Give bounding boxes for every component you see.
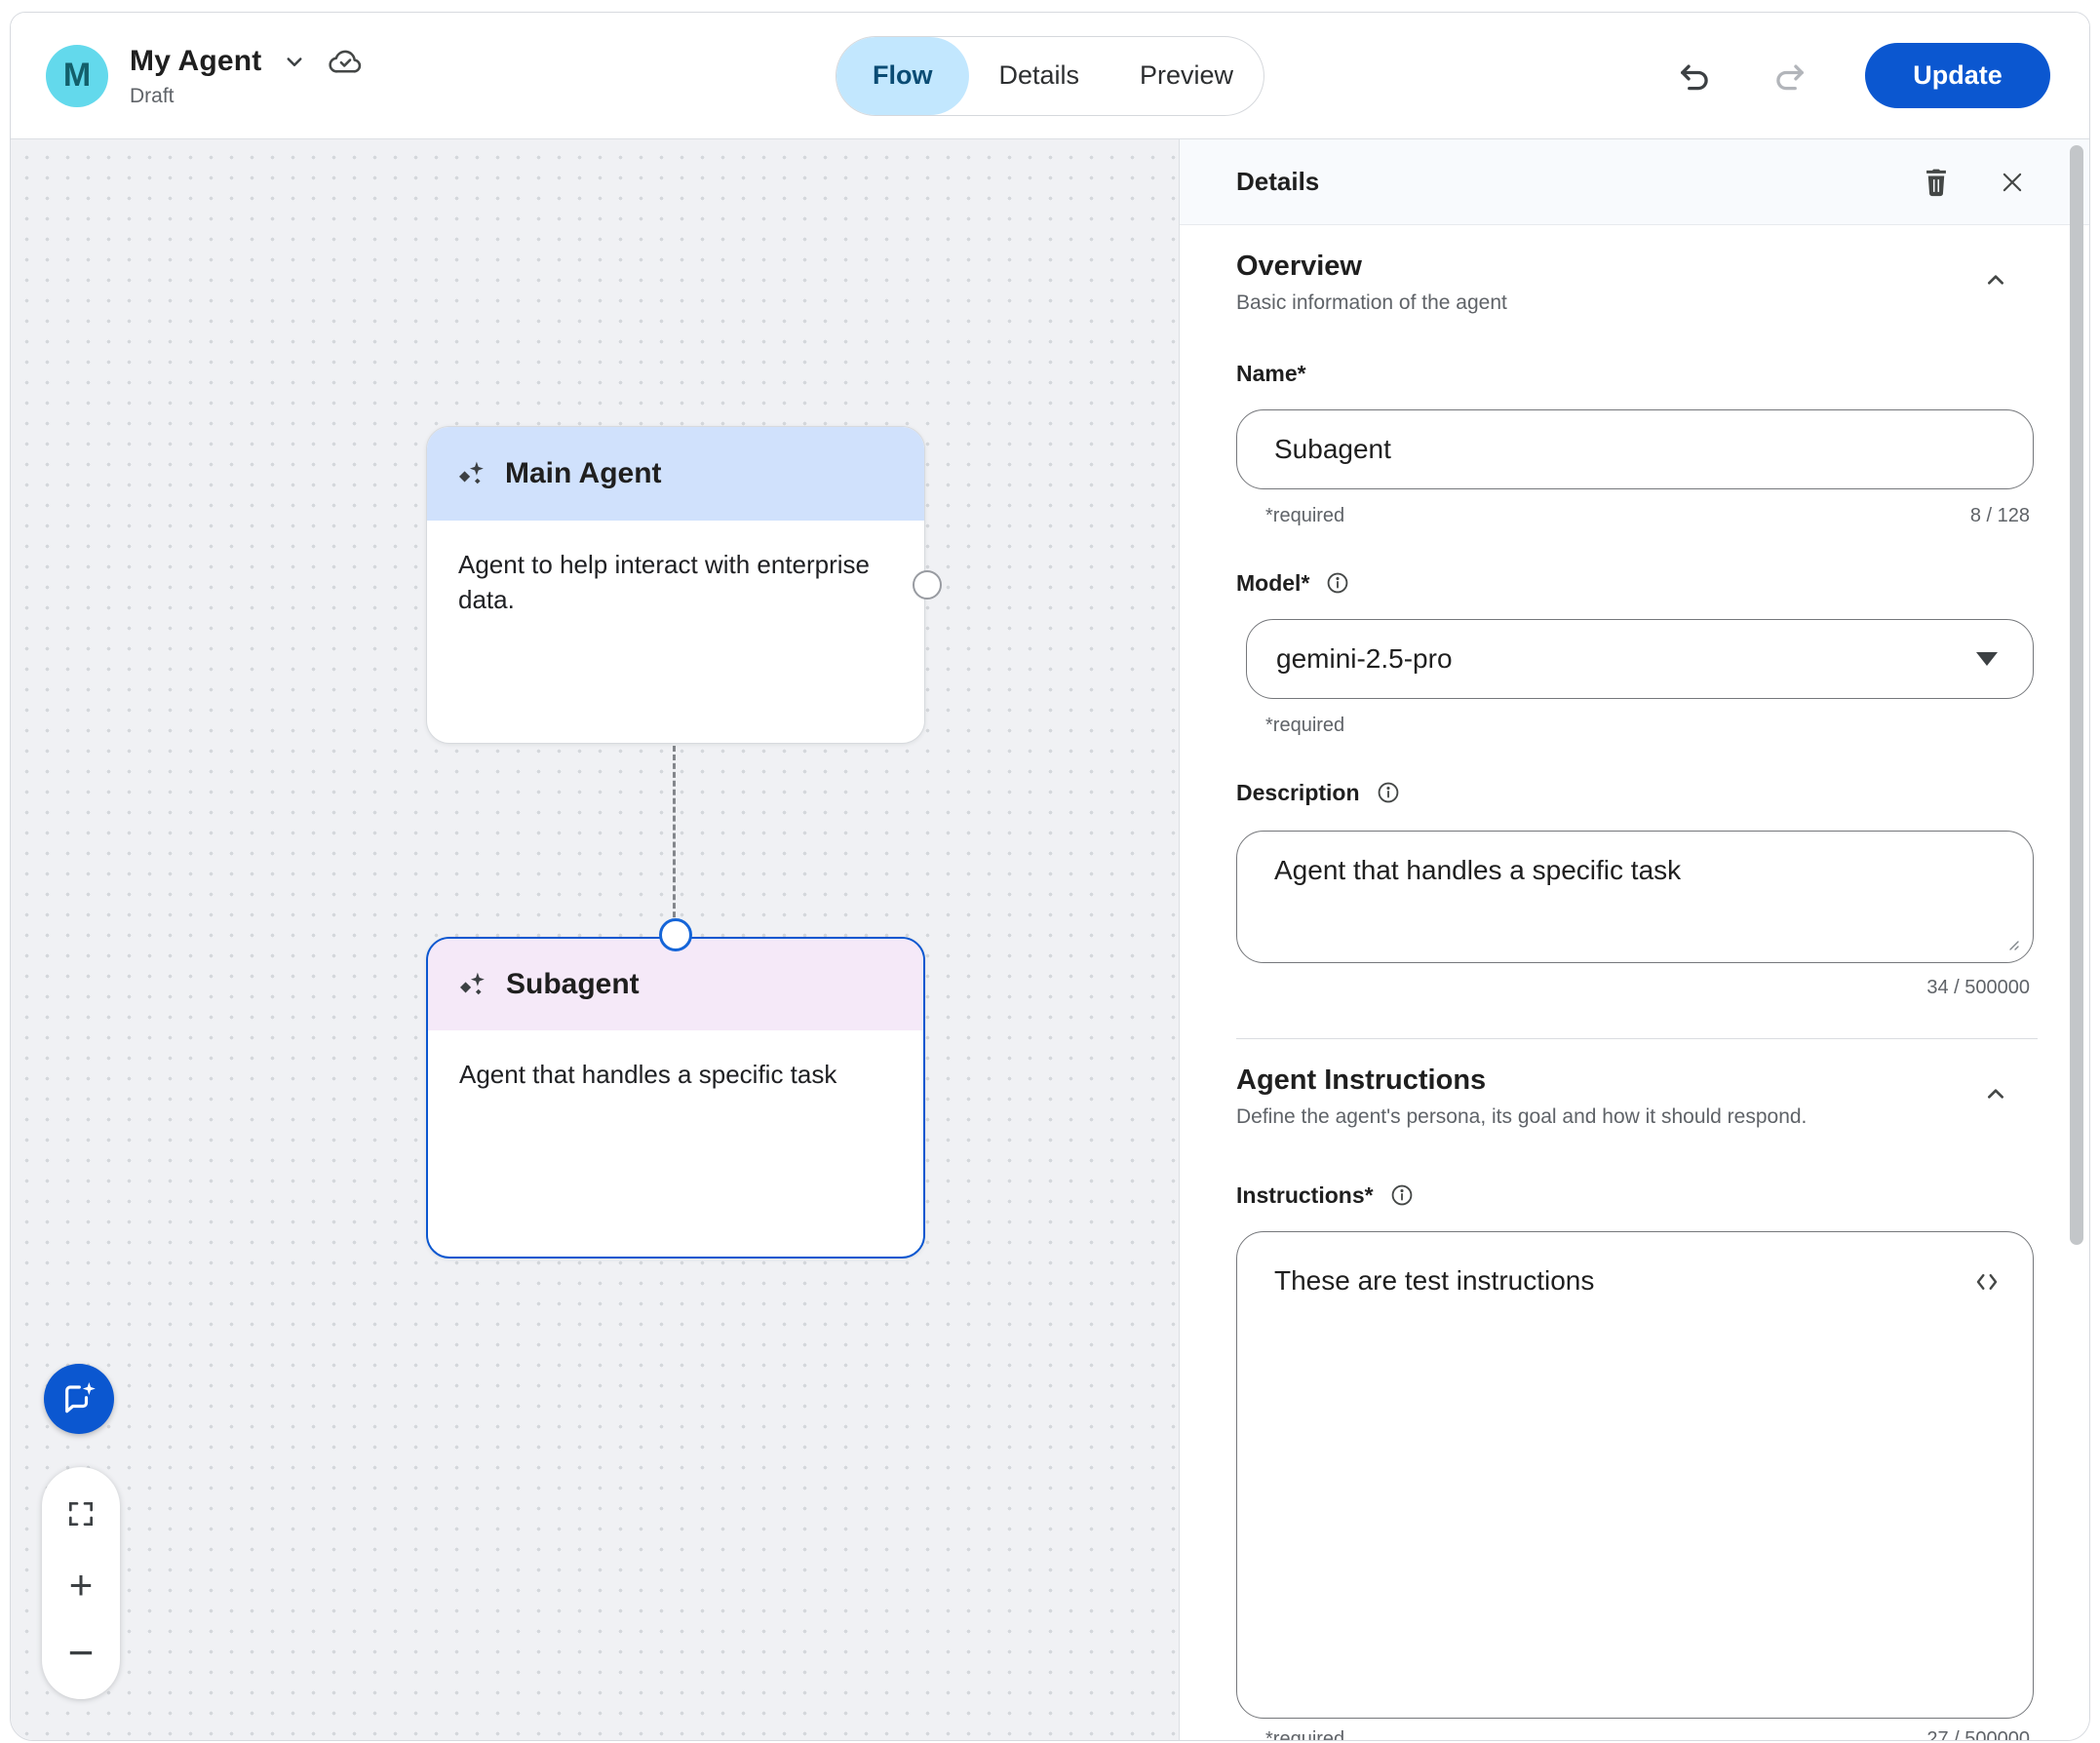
port-subagent-input[interactable] <box>659 918 692 951</box>
agent-instructions-subheading: Define the agent's persona, its goal and… <box>1236 1105 1808 1128</box>
description-char-counter: 34 / 500000 <box>1926 977 2030 998</box>
cloud-saved-icon <box>327 43 364 80</box>
description-info-icon[interactable] <box>1376 780 1401 805</box>
edge-main-to-subagent <box>673 746 676 935</box>
panel-scrollbar <box>2068 143 2085 1737</box>
name-input[interactable] <box>1236 409 2034 489</box>
name-label: Name* <box>1236 361 1306 386</box>
sparkle-icon <box>456 459 486 488</box>
tab-flow[interactable]: Flow <box>836 36 969 115</box>
delete-node-icon[interactable] <box>1920 166 1953 199</box>
agent-designer-app: M My Agent Draft Flow Details Preview <box>10 12 2090 1741</box>
dropdown-caret-icon <box>1976 652 1998 666</box>
instructions-label: Instructions* <box>1236 1182 1374 1208</box>
instructions-required-hint: *required <box>1265 1728 1345 1741</box>
model-select[interactable]: gemini-2.5-pro <box>1246 619 2034 699</box>
close-panel-icon[interactable] <box>1998 168 2027 197</box>
agent-instructions-heading: Agent Instructions <box>1236 1065 1487 1096</box>
status-badge: Draft <box>130 85 175 107</box>
node-subagent-header: Subagent <box>428 939 923 1030</box>
fullscreen-icon <box>65 1498 97 1530</box>
node-title: Subagent <box>506 968 640 1000</box>
chat-assist-button[interactable] <box>44 1364 114 1434</box>
tab-preview[interactable]: Preview <box>1140 60 1234 90</box>
overview-subheading: Basic information of the agent <box>1236 291 1507 314</box>
details-panel-body: Overview Basic information of the agent … <box>1180 225 2089 1741</box>
details-panel: Details Overview Basic information of th… <box>1179 139 2089 1741</box>
model-selected-value: gemini-2.5-pro <box>1276 643 1453 674</box>
canvas-zoom-toolbar: + − <box>42 1467 120 1699</box>
instructions-char-counter: 27 / 500000 <box>1926 1728 2030 1741</box>
top-bar: M My Agent Draft Flow Details Preview <box>11 13 2089 139</box>
description-label: Description <box>1236 780 1360 805</box>
node-description: Agent to help interact with enterprise d… <box>458 550 871 614</box>
collapse-instructions-chevron-up-icon[interactable] <box>1980 1078 2011 1109</box>
instructions-textarea[interactable] <box>1236 1231 2034 1719</box>
overview-heading: Overview <box>1236 251 1362 282</box>
panel-title: Details <box>1236 167 1320 196</box>
code-view-icon[interactable] <box>1969 1264 2004 1299</box>
zoom-in-button[interactable]: + <box>68 1562 94 1607</box>
agent-identity: M My Agent Draft <box>46 43 364 108</box>
undo-icon[interactable] <box>1674 56 1715 97</box>
view-tabs: Flow Details Preview <box>835 35 1265 116</box>
redo-icon[interactable] <box>1769 56 1810 97</box>
panel-scrollbar-thumb[interactable] <box>2070 145 2083 1245</box>
section-divider <box>1236 1038 2038 1039</box>
instructions-info-icon[interactable] <box>1389 1182 1415 1208</box>
node-main-agent[interactable]: Main Agent Agent to help interact with e… <box>426 426 925 744</box>
flow-canvas[interactable]: Main Agent Agent to help interact with e… <box>11 139 1179 1740</box>
name-char-counter: 8 / 128 <box>1969 505 2030 526</box>
fit-view-button[interactable] <box>59 1492 102 1535</box>
collapse-overview-chevron-up-icon[interactable] <box>1980 264 2011 295</box>
node-title: Main Agent <box>505 457 662 489</box>
model-info-icon[interactable] <box>1325 570 1350 596</box>
description-textarea[interactable] <box>1236 831 2034 963</box>
sparkle-icon <box>457 970 486 999</box>
avatar: M <box>46 44 108 107</box>
resize-grip-icon[interactable] <box>2004 936 2020 951</box>
model-required-hint: *required <box>1265 715 1345 736</box>
agent-menu-chevron-down-icon[interactable] <box>280 47 309 76</box>
node-description: Agent that handles a specific task <box>459 1060 837 1089</box>
details-panel-header: Details <box>1180 139 2089 225</box>
node-main-agent-header: Main Agent <box>427 427 924 521</box>
port-main-agent-output[interactable] <box>913 570 942 600</box>
model-label: Model* <box>1236 570 1310 596</box>
tab-details[interactable]: Details <box>998 60 1079 90</box>
node-subagent[interactable]: Subagent Agent that handles a specific t… <box>426 937 925 1259</box>
page-title: My Agent <box>130 45 262 77</box>
zoom-out-button[interactable]: − <box>67 1627 95 1678</box>
update-button[interactable]: Update <box>1865 43 2050 108</box>
chat-sparkle-icon <box>59 1379 98 1418</box>
name-required-hint: *required <box>1265 505 1345 526</box>
